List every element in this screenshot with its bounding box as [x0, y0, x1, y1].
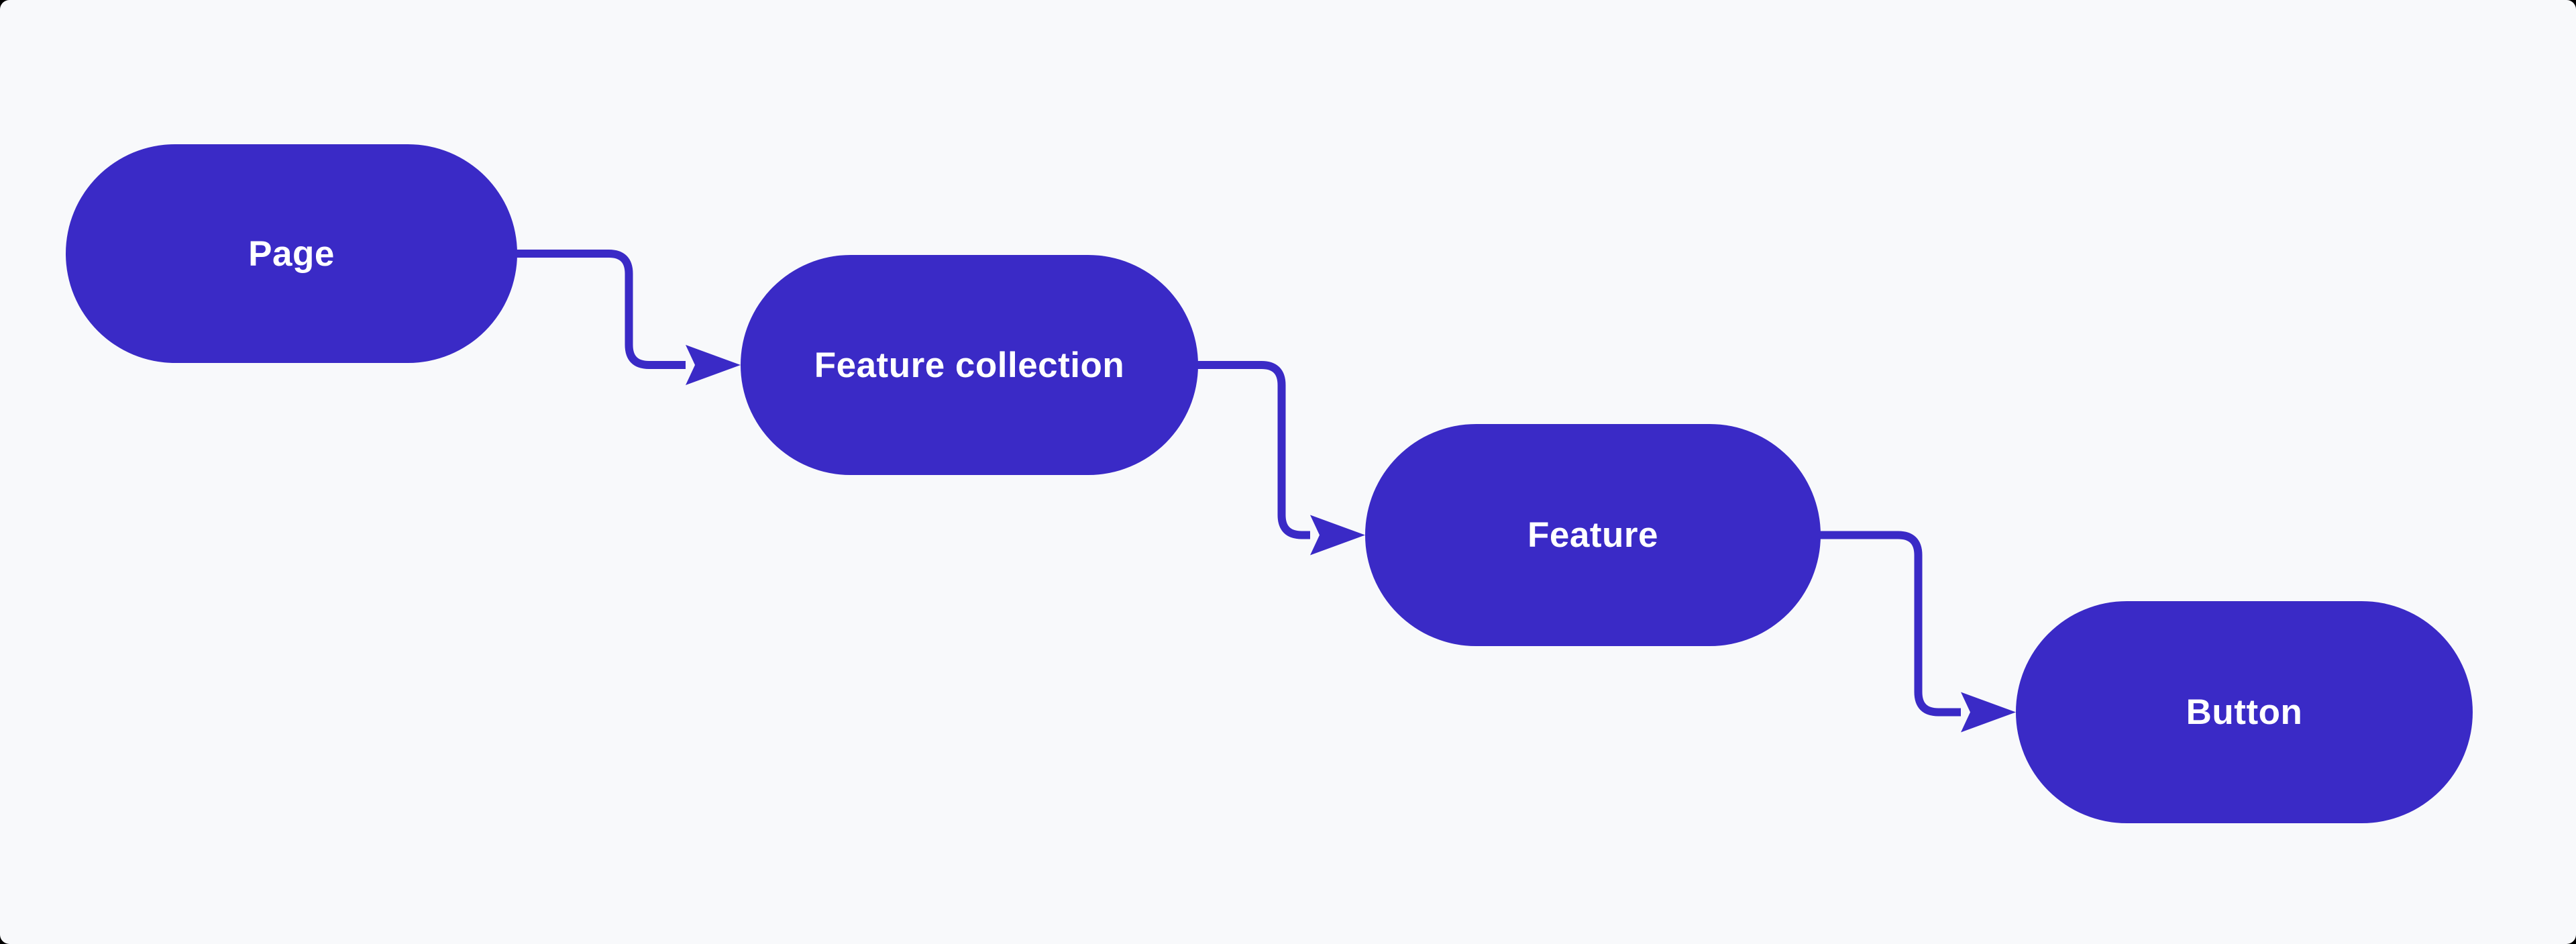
node-label-feature-collection: Feature collection: [814, 345, 1125, 385]
node-label-feature: Feature: [1527, 515, 1658, 555]
node-page[interactable]: Page: [66, 144, 517, 363]
node-label-page: Page: [248, 233, 335, 274]
arrowhead-feature-to-button: [1961, 692, 2016, 733]
connector-feature-to-button: [1818, 531, 1961, 717]
node-feature[interactable]: Feature: [1365, 424, 1821, 646]
node-button[interactable]: Button: [2016, 601, 2473, 823]
node-feature-collection[interactable]: Feature collection: [741, 255, 1198, 475]
arrowhead-page-to-feature-collection: [686, 345, 741, 385]
connector-feature-collection-to-feature: [1195, 361, 1310, 539]
connector-page-to-feature-collection: [515, 250, 686, 369]
node-label-button: Button: [2186, 692, 2303, 732]
arrowhead-feature-collection-to-feature: [1310, 515, 1365, 556]
